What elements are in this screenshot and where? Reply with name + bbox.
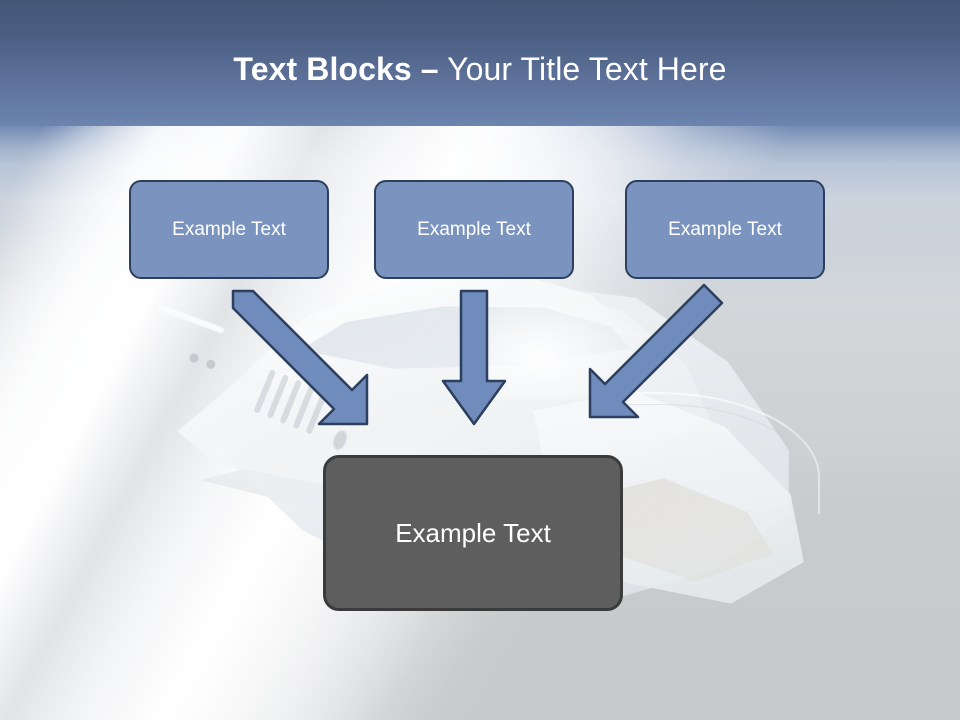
text-block-summary[interactable]: Example Text: [323, 455, 623, 611]
page-title-light: Your Title Text Here: [438, 51, 727, 87]
text-block-1-label: Example Text: [172, 218, 286, 240]
page-title: Text Blocks – Your Title Text Here: [0, 50, 960, 88]
text-block-3-label: Example Text: [668, 218, 782, 240]
page-title-bold: Text Blocks –: [233, 51, 439, 87]
text-block-1[interactable]: Example Text: [129, 180, 329, 279]
text-block-summary-label: Example Text: [395, 517, 551, 548]
text-block-2[interactable]: Example Text: [374, 180, 574, 279]
text-block-3[interactable]: Example Text: [625, 180, 825, 279]
title-banner: [0, 0, 960, 126]
text-block-2-label: Example Text: [417, 218, 531, 240]
